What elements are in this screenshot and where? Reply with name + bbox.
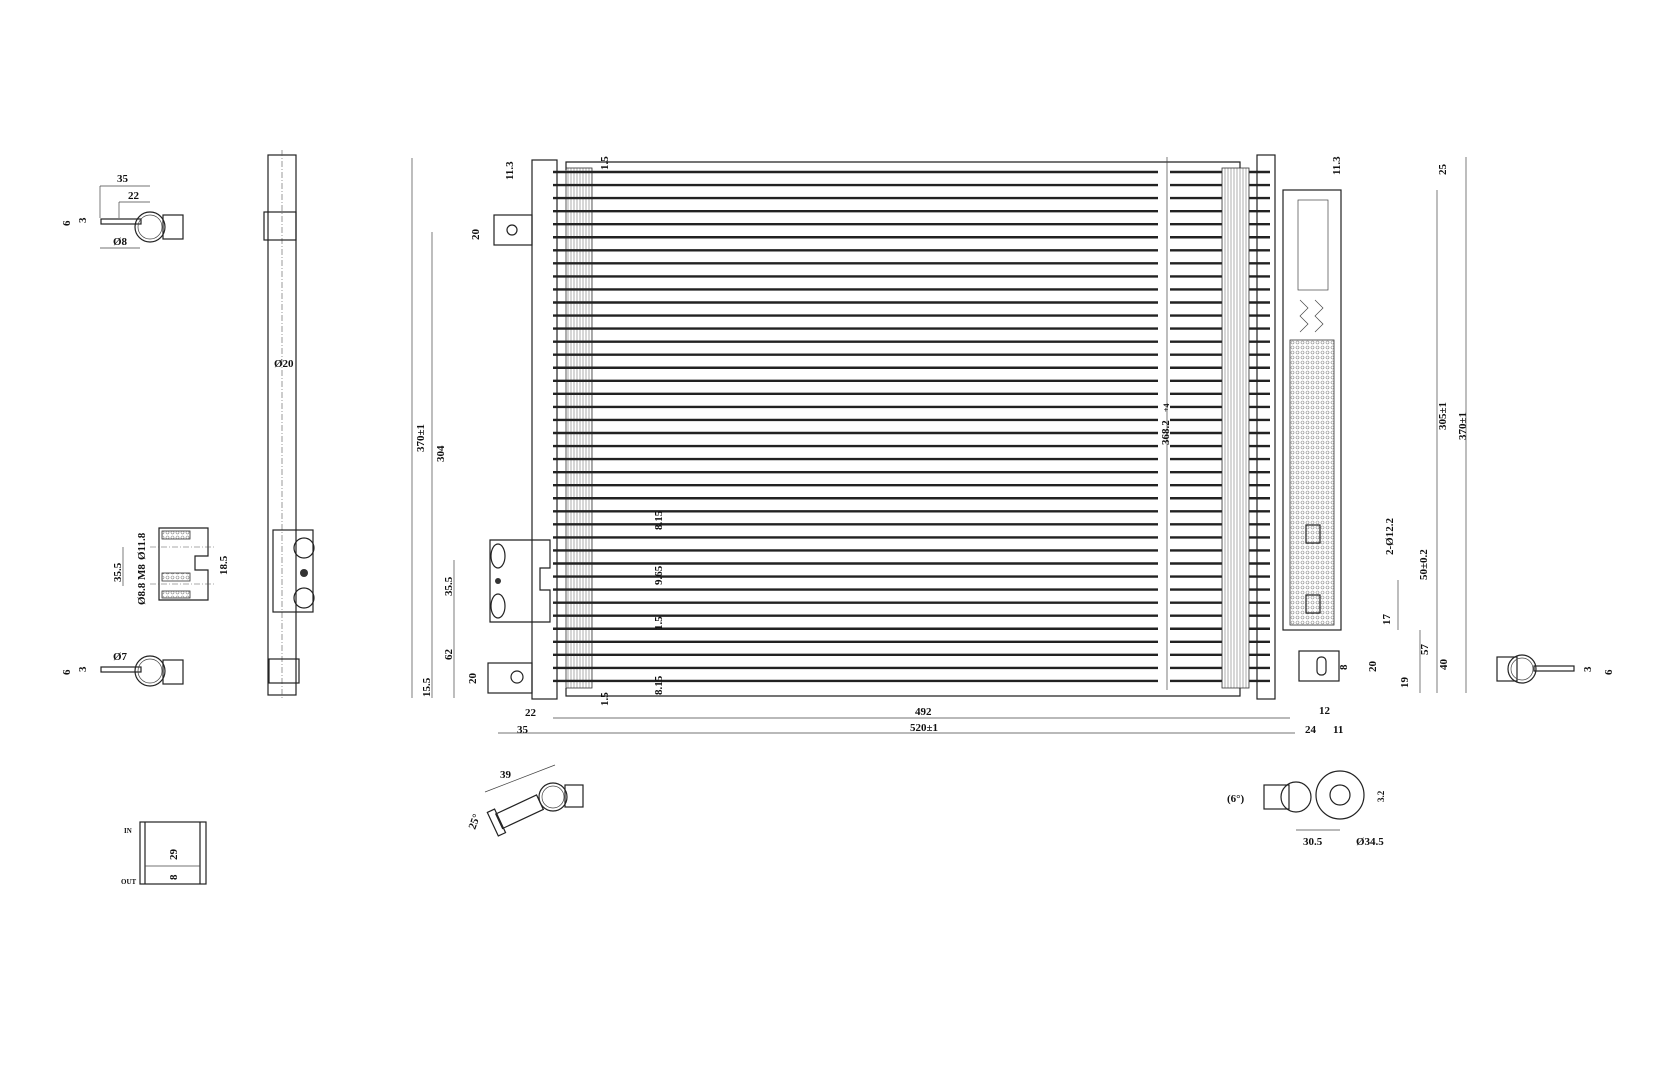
dim-17: 17 (1381, 614, 1393, 626)
dim-18-5: 18.5 (218, 555, 230, 575)
drier-fitting-detail: (6°) 3.2 30.5 Ø34.5 (1227, 770, 1386, 848)
port-block-detail: 35.5 Ø11.8 M8 Ø8.8 18.5 (112, 527, 230, 605)
left-fin-block (565, 167, 593, 689)
condenser-front-view: 370±1 304 304 20 11.3 35.5 62 15.5 20 22… (411, 154, 1469, 736)
dim-305: 305±1 (1437, 402, 1449, 430)
dim-35-5: 35.5 (443, 576, 455, 596)
top-bracket-detail: 35 22 6 3 Ø8 (61, 173, 184, 249)
bottom-left-mount-bracket (487, 662, 533, 694)
filter-spring (1299, 299, 1324, 333)
dim-62: 62 (443, 649, 455, 661)
pipe-section (134, 211, 166, 243)
side-view-pipe: Ø20 (263, 150, 315, 700)
dim-20-bottom: 20 (467, 673, 479, 685)
dim-35-5: 35.5 (112, 562, 124, 582)
dim-304-label: 304 (435, 445, 447, 462)
dim-1-5-mid: 1.5 (653, 616, 665, 630)
dim-492: 492 (915, 706, 932, 718)
dim-11: 11 (1333, 724, 1343, 736)
dim-40: 40 (1438, 659, 1450, 671)
dim-8: 8 (1338, 664, 1350, 670)
dim-dia8-8: Ø8.8 (136, 582, 148, 605)
dim-angle-6: (6°) (1227, 793, 1245, 805)
dim-1-5-top: 1.5 (599, 156, 611, 170)
dim-6: 6 (61, 669, 73, 675)
dim-30-5: 30.5 (1303, 836, 1323, 848)
dim-50: 50±0.2 (1418, 549, 1430, 580)
dim-core-height: 368.2 (1160, 420, 1172, 445)
dim-overall-width: 520±1 (910, 722, 938, 734)
dim-core-tolerance: +4 (1162, 403, 1171, 412)
dim-6: 6 (1603, 669, 1615, 675)
right-fitting-detail: 3 6 (1496, 654, 1615, 684)
inlet-outlet-port-block (489, 539, 551, 623)
dim-24: 24 (1305, 724, 1317, 736)
dim-3: 3 (77, 217, 89, 223)
desiccant-pack (1289, 339, 1335, 626)
top-side-plate (565, 161, 1241, 170)
dim-3: 3 (77, 666, 89, 672)
right-fin-block (1221, 167, 1250, 689)
dim-8-15-a: 8.15 (653, 510, 665, 530)
dim-11-3-right: 11.3 (1331, 156, 1343, 175)
dim-3: 3 (1582, 666, 1594, 672)
dim-dia34-5: Ø34.5 (1356, 836, 1384, 848)
dim-19: 19 (1399, 677, 1411, 689)
pipe-inner (137, 214, 163, 240)
dim-3-2: 3.2 (1376, 790, 1386, 802)
bottom-bracket-detail: Ø7 6 3 (61, 651, 184, 687)
port-block-outline (158, 527, 209, 601)
dim-6: 6 (61, 220, 73, 226)
dim-20: 20 (1367, 661, 1379, 673)
pipe-stub (162, 214, 184, 240)
dim-2-dia12-2: 2-Ø12.2 (1384, 518, 1396, 555)
dim-57: 57 (1419, 644, 1431, 656)
bottom-side-plate (565, 688, 1241, 697)
dim-angle-25: 25° (467, 812, 484, 831)
dim-11-3-left: 11.3 (504, 161, 516, 180)
bottom-right-mount-bracket (1298, 650, 1340, 682)
dim-15-5: 15.5 (421, 677, 433, 697)
dim-9-65: 9.65 (653, 565, 665, 585)
dim-25: 25 (1437, 164, 1449, 176)
right-header-tank (1256, 154, 1276, 700)
dim-dia7: Ø7 (113, 651, 128, 663)
out-label: OUT (121, 878, 137, 886)
dim-35: 35 (517, 724, 529, 736)
dim-8-15-b: 8.15 (653, 675, 665, 695)
top-left-mount-bracket (493, 214, 533, 246)
dim-35: 35 (117, 173, 129, 185)
angled-fitting-detail: 39 25° (467, 764, 584, 837)
condenser-tubes (553, 170, 1270, 683)
bracket-tab (100, 218, 142, 225)
receiver-drier (1282, 189, 1342, 631)
dim-dia11-8: Ø11.8 (136, 532, 148, 560)
dim-1-5-bottom: 1.5 (599, 692, 611, 706)
dim-overall-height-left: 370±1 (415, 424, 427, 452)
left-header-tank (531, 159, 558, 700)
dim-dia8: Ø8 (113, 236, 128, 248)
dim-20-top: 20 (470, 229, 482, 241)
dim-29: 29 (168, 849, 180, 861)
dim-39: 39 (500, 769, 512, 781)
dim-dia20: Ø20 (274, 358, 294, 370)
dim-22: 22 (128, 190, 140, 202)
in-label: IN (124, 827, 132, 835)
dim-370-right: 370±1 (1457, 412, 1469, 440)
dim-m8: M8 (136, 564, 148, 580)
dim-8: 8 (168, 874, 180, 880)
dim-22: 22 (525, 707, 537, 719)
port-label-detail: IN OUT 29 8 (121, 821, 207, 886)
dim-12: 12 (1319, 705, 1331, 717)
